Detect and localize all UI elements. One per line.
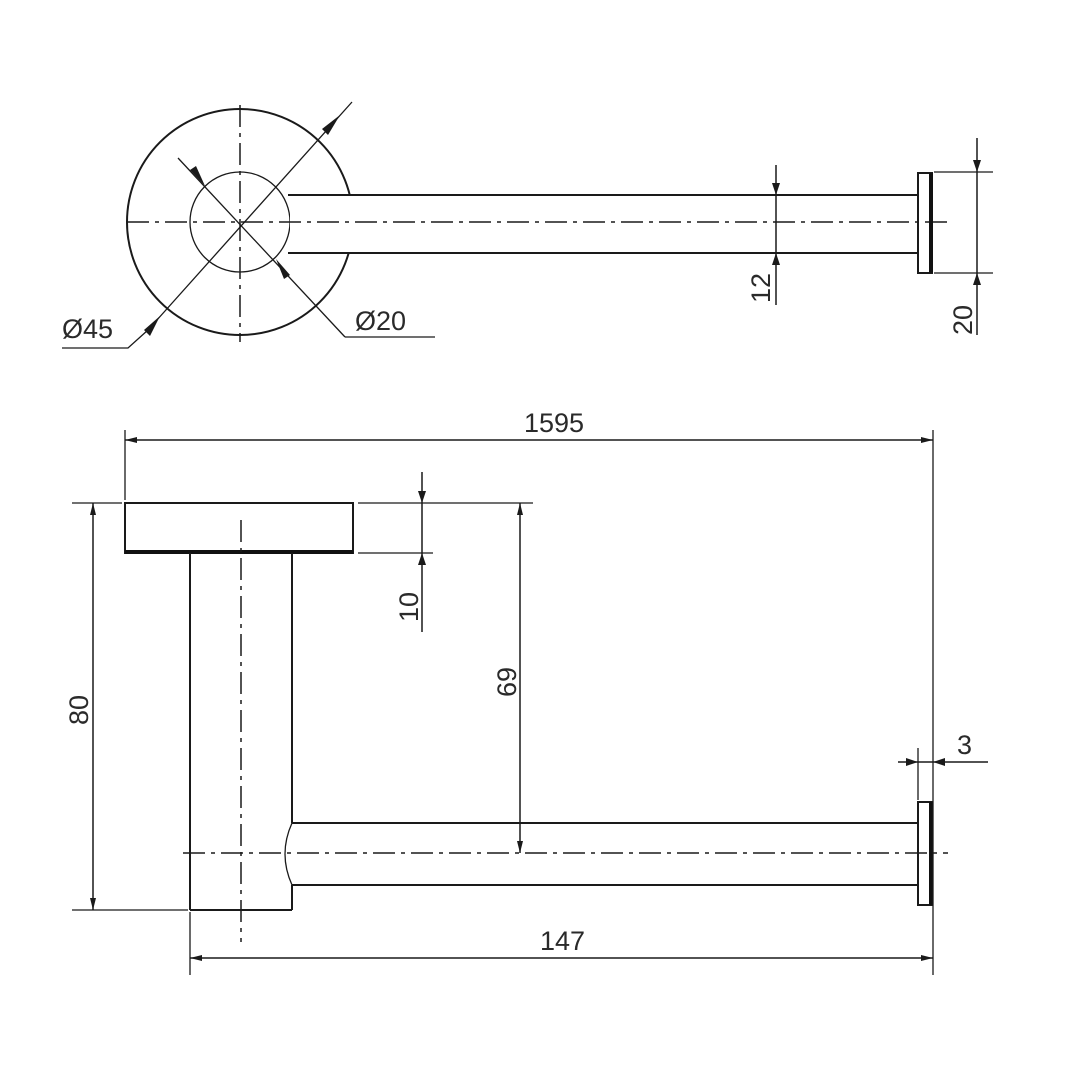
dim-1595-label: 1595 — [524, 408, 584, 438]
dia45-label: Ø45 — [62, 314, 113, 344]
dim-147-label: 147 — [540, 926, 585, 956]
dia45-leader — [147, 101, 353, 331]
dim-20-label: 20 — [948, 305, 978, 335]
side-view: 1595 80 10 69 3 147 — [64, 408, 988, 975]
dim-3-label: 3 — [957, 730, 972, 760]
dia20-leader — [177, 157, 346, 338]
dim-10-label: 10 — [394, 592, 424, 622]
dim-80-label: 80 — [64, 695, 94, 725]
top-view: Ø45 Ø20 12 20 — [62, 101, 993, 349]
dim-12-label: 12 — [746, 273, 776, 303]
dim-69-label: 69 — [492, 667, 522, 697]
dia20-label: Ø20 — [355, 306, 406, 336]
wall-flange — [124, 502, 354, 554]
